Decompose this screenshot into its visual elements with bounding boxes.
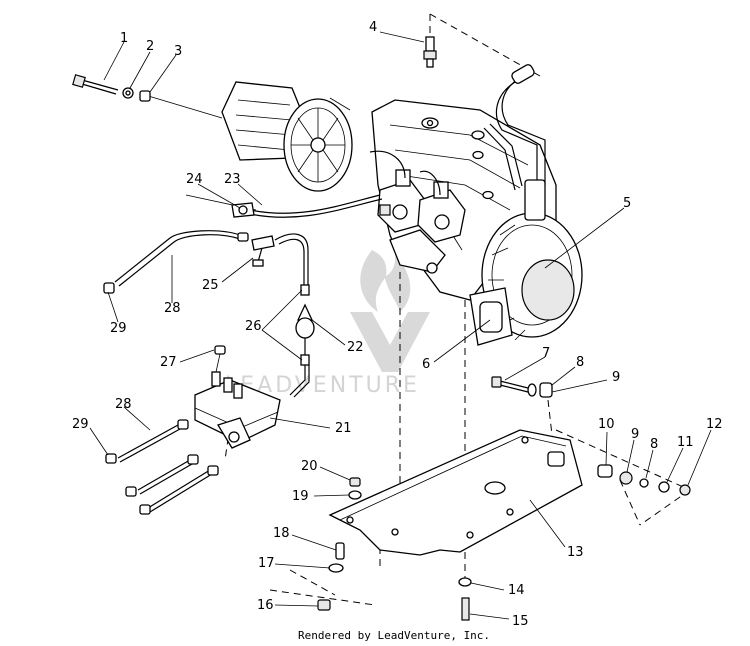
callout-29-lower: 29 — [72, 417, 89, 432]
callout-16: 16 — [257, 598, 274, 613]
mount-hardware-right — [491, 376, 691, 496]
callout-9-lower: 9 — [631, 427, 639, 442]
callout-labels: 1 2 3 4 5 6 7 8 9 10 9 8 11 12 13 14 15 … — [72, 20, 723, 629]
callout-10: 10 — [598, 417, 615, 432]
callout-6: 6 — [422, 357, 430, 372]
recoil-starter — [469, 212, 583, 346]
callout-12: 12 — [706, 417, 723, 432]
callout-leaders — [89, 31, 712, 620]
spark-plug — [423, 36, 437, 68]
fuel-lines — [103, 230, 315, 398]
callout-18: 18 — [273, 526, 290, 541]
callout-28-upper: 28 — [164, 301, 181, 316]
callout-22: 22 — [347, 340, 364, 355]
pump-hoses — [105, 419, 219, 515]
callout-21: 21 — [335, 421, 352, 436]
footer-credit: Rendered by LeadVenture, Inc. — [298, 629, 490, 642]
callout-29-upper: 29 — [110, 321, 127, 336]
callout-9-upper: 9 — [612, 370, 620, 385]
callout-28-lower: 28 — [115, 397, 132, 412]
callout-20: 20 — [301, 459, 318, 474]
callout-17: 17 — [258, 556, 275, 571]
spark-plug-wires — [483, 64, 546, 221]
callout-8-lower: 8 — [650, 437, 658, 452]
callout-25: 25 — [202, 278, 219, 293]
fuel-pump — [194, 345, 281, 449]
callout-19: 19 — [292, 489, 309, 504]
callout-3: 3 — [174, 44, 182, 59]
carburetors — [377, 169, 466, 243]
callout-13: 13 — [567, 545, 584, 560]
callout-14: 14 — [508, 583, 525, 598]
watermark-logo: LEADVENTURE — [225, 250, 430, 398]
mount-hardware-lower — [317, 477, 472, 621]
callout-8-upper: 8 — [576, 355, 584, 370]
callout-26: 26 — [245, 319, 262, 334]
throttle-cable — [231, 150, 441, 218]
callout-1: 1 — [120, 31, 128, 46]
callout-11: 11 — [677, 435, 694, 450]
callout-7: 7 — [542, 346, 550, 361]
callout-24: 24 — [186, 172, 203, 187]
drive-clutch — [221, 81, 353, 192]
callout-2: 2 — [146, 39, 154, 54]
engine-mount-plate — [328, 429, 583, 556]
callout-27: 27 — [160, 355, 177, 370]
callout-4: 4 — [369, 20, 377, 35]
callout-5: 5 — [623, 196, 631, 211]
engine-block — [371, 99, 557, 301]
callout-23: 23 — [224, 172, 241, 187]
clutch-bolt-hardware — [72, 74, 151, 102]
callout-15: 15 — [512, 614, 529, 629]
